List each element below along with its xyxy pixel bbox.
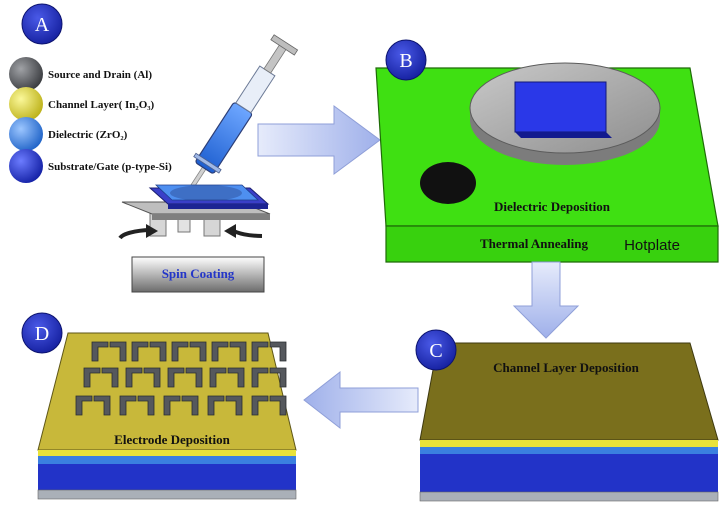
hotplate-front (385, 225, 719, 263)
spin-coating-label: Spin Coating (162, 266, 235, 281)
step-b-badge (385, 39, 427, 81)
electrode-source (83, 367, 101, 388)
legend-text-channel: Channel Layer( In₂O₃) (48, 99, 155, 111)
syringe-illustration (186, 34, 299, 194)
step-c-group: Channel Layer Deposition C (415, 329, 719, 502)
electrode-source (125, 367, 143, 388)
electrode-source (209, 367, 227, 388)
legend-text-dielectric: Dielectric (ZrO₂) (48, 129, 128, 141)
arrow-a-to-b (257, 105, 381, 175)
electrode-source (251, 395, 269, 416)
electrode-drain (269, 367, 287, 388)
electrode-array (75, 341, 287, 416)
legend-swatch-channel (9, 87, 43, 121)
electrode-source (91, 341, 109, 362)
electrode-drain (269, 341, 287, 362)
electrode-source (251, 367, 269, 388)
electrode-drain (181, 395, 199, 416)
electrode-deposition-label: Electrode Deposition (114, 432, 230, 447)
electrode-drain (225, 395, 243, 416)
step-c-badge (415, 329, 457, 371)
electrode-source (207, 395, 225, 416)
step-b-label: B (399, 50, 412, 72)
legend-swatch-dielectric (9, 117, 43, 151)
electrode-drain (185, 367, 203, 388)
electrode-source (119, 395, 137, 416)
electrode-source (131, 341, 149, 362)
legend-swatch-substrate (9, 149, 43, 183)
electrode-source (211, 341, 229, 362)
legend-swatch-source-drain (9, 57, 43, 91)
electrode-drain (227, 367, 245, 388)
step-d-group: Electrode Deposition D (21, 312, 297, 500)
electrode-source (171, 341, 189, 362)
electrode-drain (101, 367, 119, 388)
legend-text-substrate: Substrate/Gate (p-type-Si) (48, 161, 172, 173)
arrow-c-to-d (303, 370, 419, 430)
electrode-drain (229, 341, 247, 362)
channel-layer-deposition-label: Channel Layer Deposition (493, 360, 639, 375)
sample-on-hotplate (514, 81, 607, 133)
electrode-drain (143, 367, 161, 388)
electrode-drain (189, 341, 207, 362)
channel-layer-top (419, 342, 719, 441)
electrode-drain (149, 341, 167, 362)
electrode-drain (109, 341, 127, 362)
legend: Source and Drain (Al) Channel Layer( In₂… (9, 57, 172, 183)
step-a-label: A (35, 14, 50, 36)
channel-layer-edge (420, 440, 718, 447)
electrode-source (163, 395, 181, 416)
step-a-badge (21, 3, 63, 45)
legend-text-source-drain: Source and Drain (Al) (48, 69, 152, 81)
step-a-group: A Source and Drain (Al) Channel Layer( I… (9, 3, 299, 293)
electrode-drain (269, 395, 287, 416)
step-d-badge (21, 312, 63, 354)
spin-coater-illustration (118, 184, 271, 240)
electrode-drain (137, 395, 155, 416)
step-d-label: D (35, 323, 49, 345)
thermal-annealing-label: Thermal Annealing (480, 236, 588, 251)
electrode-source (75, 395, 93, 416)
step-c-label: C (429, 340, 442, 362)
electrode-drain (93, 395, 111, 416)
step-b-group: Dielectric Deposition Thermal Annealing … (375, 39, 719, 263)
hotplate-label: Hotplate (624, 237, 680, 254)
electrode-source (167, 367, 185, 388)
spin-coating-box (131, 256, 265, 293)
electrode-source (251, 341, 269, 362)
arrow-b-to-c (512, 261, 580, 339)
dielectric-deposition-label: Dielectric Deposition (494, 199, 611, 214)
hotplate-knob (420, 162, 476, 204)
